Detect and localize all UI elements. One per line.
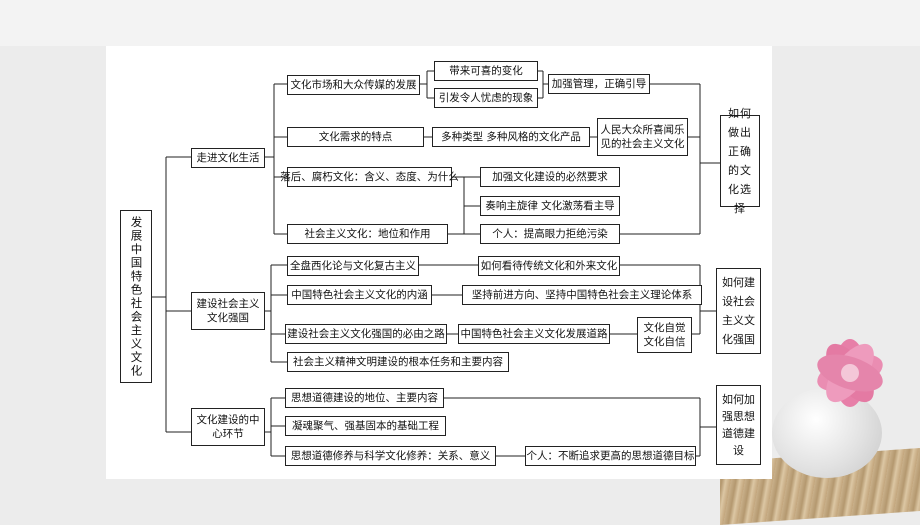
b1-row2a: 多种类型 多种风格的文化产品 bbox=[432, 127, 590, 147]
b1-row2b: 人民大众所喜闻乐见的社会主义文化 bbox=[597, 118, 688, 156]
b1-row2: 文化需求的特点 bbox=[287, 127, 424, 147]
b1-row1b: 引发令人忧虑的现象 bbox=[434, 88, 538, 108]
b1-row1a: 带来可喜的变化 bbox=[434, 61, 538, 81]
b2-row1: 全盘西化论与文化复古主义 bbox=[287, 256, 419, 276]
b1-row3: 落后、腐朽文化：含义、态度、为什么 bbox=[280, 167, 459, 187]
b1-row4c: 个人：提高眼力拒绝污染 bbox=[480, 224, 620, 244]
slide-top-band bbox=[0, 0, 920, 46]
flower-decoration bbox=[817, 339, 883, 407]
b2-question: 如何建设社会主义文化强国 bbox=[716, 268, 761, 354]
branch-1-title: 走进文化生活 bbox=[191, 148, 265, 168]
b1-row1c: 加强管理，正确引导 bbox=[548, 74, 650, 94]
b2-row4: 社会主义精神文明建设的根本任务和主要内容 bbox=[287, 352, 509, 372]
root-node: 发展中国特色社会主义文化 bbox=[120, 210, 152, 383]
b2-row2: 中国特色社会主义文化的内涵 bbox=[287, 285, 432, 305]
stone-decoration bbox=[772, 388, 882, 478]
branch-2-title: 建设社会主义文化强国 bbox=[191, 292, 265, 330]
b1-row4a: 加强文化建设的必然要求 bbox=[480, 167, 620, 187]
b2-row3b: 文化自觉文化自信 bbox=[637, 317, 692, 353]
b2-row3: 建设社会主义文化强国的必由之路 bbox=[285, 324, 447, 344]
b1-row4b: 奏响主旋律 文化激荡看主导 bbox=[480, 196, 620, 216]
b1-row4: 社会主义文化：地位和作用 bbox=[287, 224, 448, 244]
b2-row3a: 中国特色社会主义文化发展道路 bbox=[458, 324, 610, 344]
b1-row1: 文化市场和大众传媒的发展 bbox=[287, 75, 420, 95]
b3-question: 如何加强思想道德建设 bbox=[716, 385, 761, 465]
branch-3-title: 文化建设的中心环节 bbox=[191, 408, 265, 446]
b2-row2a: 坚持前进方向、坚持中国特色社会主义理论体系 bbox=[462, 285, 702, 305]
b3-row3: 思想道德修养与科学文化修养：关系、意义 bbox=[285, 446, 496, 466]
b1-question: 如何做出正确的文化选择 bbox=[720, 107, 760, 215]
b3-row1: 思想道德建设的地位、主要内容 bbox=[285, 388, 444, 408]
b2-row1a: 如何看待传统文化和外来文化 bbox=[478, 256, 620, 276]
b3-row2: 凝魂聚气、强基固本的基础工程 bbox=[285, 416, 446, 436]
b3-row3a: 个人：不断追求更高的思想道德目标 bbox=[525, 446, 696, 466]
